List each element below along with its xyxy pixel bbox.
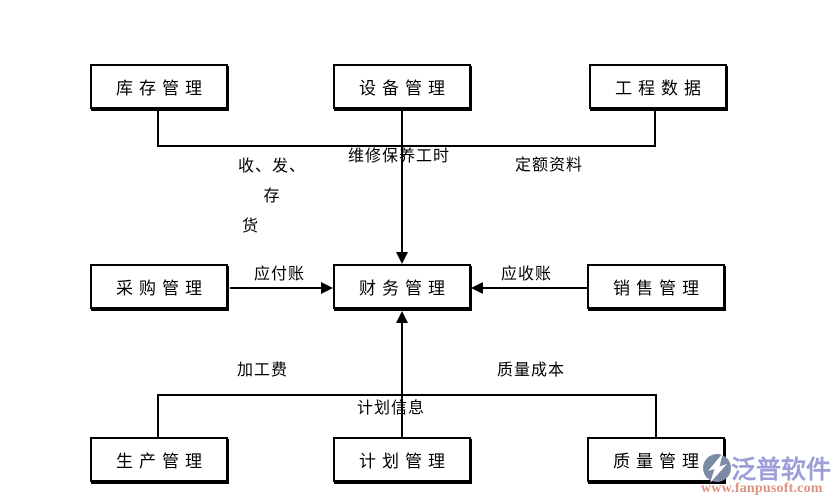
connector-inventory-drop bbox=[157, 111, 159, 145]
arrowhead-into-finance-top bbox=[396, 252, 408, 264]
edge-label-processing-fee: 加工费 bbox=[237, 362, 289, 379]
connector-production-stub bbox=[157, 396, 159, 437]
node-sales-management: 销售管理 bbox=[587, 264, 725, 309]
connector-top-bus bbox=[157, 145, 656, 147]
watermark-url-text: www.fanpusoft.com bbox=[701, 481, 823, 496]
edge-label-line1: 收、发、存 bbox=[237, 158, 306, 205]
connector-equipment-to-finance bbox=[401, 111, 403, 252]
node-production-management: 生产管理 bbox=[90, 437, 228, 482]
edge-label-receive-dispatch-stock: 收、发、存 货 bbox=[230, 152, 314, 242]
node-inventory-management: 库存管理 bbox=[90, 64, 228, 109]
edge-label-quality-cost: 质量成本 bbox=[497, 362, 566, 379]
fanpu-logo-icon bbox=[703, 453, 731, 483]
connector-purchasing-to-finance bbox=[230, 287, 321, 289]
connector-planning-to-finance bbox=[401, 323, 403, 437]
arrowhead-into-finance-left bbox=[321, 282, 333, 294]
node-equipment-management: 设备管理 bbox=[333, 64, 471, 109]
arrowhead-into-finance-bottom bbox=[396, 311, 408, 323]
edge-label-maintenance-hours: 维修保养工时 bbox=[348, 148, 451, 165]
node-planning-management: 计划管理 bbox=[333, 437, 471, 482]
arrowhead-into-finance-right bbox=[471, 282, 483, 294]
watermark-brand-text: 泛普软件 bbox=[731, 456, 832, 484]
node-purchasing-management: 采购管理 bbox=[90, 264, 228, 309]
edge-label-accounts-payable: 应付账 bbox=[254, 266, 306, 283]
connector-engineering-drop bbox=[654, 111, 656, 145]
node-finance-management: 财务管理 bbox=[333, 264, 471, 309]
node-engineering-data: 工程数据 bbox=[589, 64, 727, 109]
edge-label-quota-data: 定额资料 bbox=[515, 157, 584, 174]
edge-label-plan-info: 计划信息 bbox=[357, 400, 426, 417]
connector-quality-stub bbox=[655, 396, 657, 437]
node-quality-management: 质量管理 bbox=[587, 437, 725, 482]
edge-label-accounts-receivable: 应收账 bbox=[501, 266, 553, 283]
connector-sales-to-finance bbox=[483, 287, 587, 289]
connector-bottom-bus bbox=[157, 394, 657, 396]
edge-label-line2: 货 bbox=[242, 218, 260, 235]
watermark: 泛普软件 www.fanpusoft.com bbox=[700, 449, 838, 503]
